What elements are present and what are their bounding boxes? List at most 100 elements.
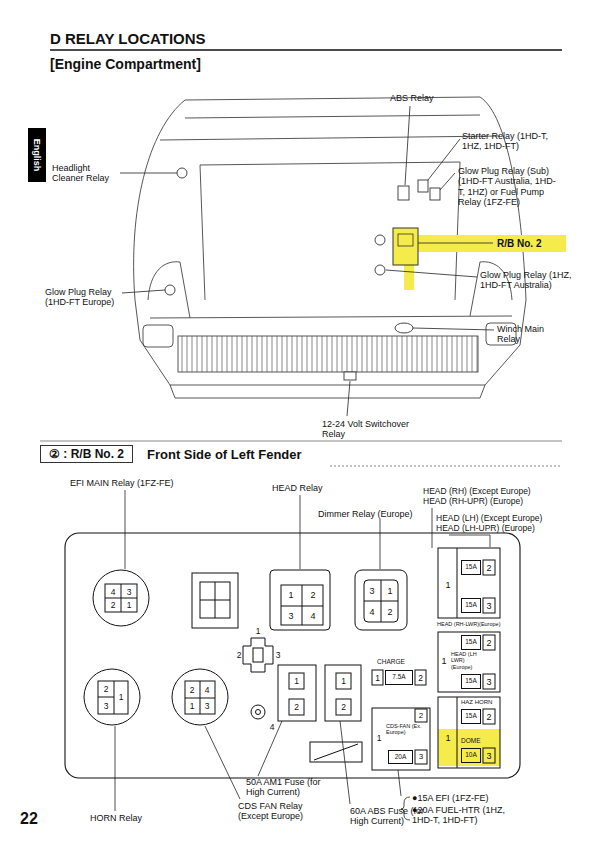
vehicle-outline [160,136,500,140]
relay-sockets [281,585,323,625]
relay-sockets [372,670,383,685]
relay-components [165,285,175,295]
callout-label: Glow Plug Relay (Sub) (1HD-FT Australia,… [458,166,560,207]
leader-lines [432,508,433,548]
relay-sockets [215,582,216,618]
title-rule [50,50,562,51]
relay-sockets [302,585,303,625]
callout-label: [Engine Compartment] [50,56,201,72]
pin-number: 1 [190,702,195,711]
pin-number: 2 [310,591,315,600]
fuse-rating: 15A [465,678,477,685]
part-label: HEAD (RH) (Except Europe) [423,487,531,497]
fuse-rating: 15A [465,639,477,646]
pin-number: 1 [445,581,450,590]
relay-sockets [381,580,382,622]
pin-number: 4 [111,588,116,597]
rb-no2-highlight [398,234,413,246]
page-title: D RELAY LOCATIONS [50,30,206,47]
relay-sockets [314,744,358,760]
relay-sockets [364,580,398,622]
pin-number: 4 [270,723,275,732]
leader-lines [440,173,455,190]
leader-lines [258,721,282,776]
relay-sockets [415,750,427,764]
rb-no2-highlight [404,262,414,290]
pin-number: 2 [486,713,491,722]
tab-text: English [32,139,42,172]
relay-sockets [200,681,201,714]
leader-lines [413,328,494,330]
relay-sockets [336,699,351,715]
part-label: HEAD (RH-UPR) (Europe) [423,497,523,507]
relay-components [395,323,413,333]
fuse-box: 15A [461,560,481,575]
relay-box [65,533,520,778]
relay-sockets [270,570,330,630]
vehicle-outline [200,162,460,300]
leader-lines [125,490,126,569]
relay-components [430,188,440,200]
fuse-box: 20A [388,750,413,764]
relay-components [344,372,356,380]
callout-label: R/B No. 2 [497,238,541,250]
pin-number: 3 [486,752,491,761]
relay-components [177,168,187,178]
relay-sockets [93,570,149,626]
leader-lines [347,381,350,416]
relay-sockets [336,673,351,689]
leader-lines [428,139,460,180]
pin-number: 2 [111,601,116,610]
relay-sockets [256,710,261,715]
relay-sockets [289,699,304,715]
fuse-box: 15A [461,709,481,724]
pin-number: 1 [445,734,450,743]
part-label: CDS-FAN (Ex. Europe) [386,723,430,736]
leader-lines [405,106,410,185]
fuse-rating: 20A [395,754,407,761]
pin-number: 3 [369,587,374,596]
relay-sockets [415,670,426,685]
section-rules [330,466,562,467]
callout-label: Glow Plug Relay (1HZ, 1HD-FT Australia) [480,270,578,291]
leader-lines [115,726,116,811]
pin-number: 1 [441,657,446,666]
pin-number: 3 [419,753,423,761]
vehicle-outline [150,316,512,318]
leader-lines [122,290,165,293]
fuse-rating: 15A [465,713,477,720]
fuse-box: 15A [461,598,481,613]
pin-number: 1 [288,591,293,600]
pin-number: 4 [310,612,315,621]
callout-label: Glow Plug Relay (1HD-FT Europe) [45,287,125,308]
fuse-box: 15A [461,674,481,689]
relay-sockets [253,648,263,662]
vehicle-outline [170,385,485,398]
leader-lines [380,519,381,569]
leader-lines [386,270,477,277]
language-tab: English [28,128,46,182]
part-label: EFI MAIN Relay (1FZ-FE) [70,478,174,488]
fuse-box: 15A [461,635,481,650]
fuse-box: 10A [461,748,481,763]
dome-highlight [438,729,500,766]
part-label: ●15A EFI (1FZ-FE) [412,793,488,803]
part-label: 50A AM1 Fuse (for High Current) [246,777,338,798]
pin-number: 4 [205,686,210,695]
part-label: ●20A FUEL-HTR (1HZ, 1HD-T, 1HD-FT) [412,805,522,826]
relay-components [375,265,385,275]
relay-sockets [289,673,304,689]
part-label: CDS FAN Relay (Except Europe) [238,801,328,822]
pin-number: 3 [104,702,109,711]
pin-number: 2 [294,703,299,712]
relay-sockets [114,681,115,714]
pin-number: 3 [205,702,210,711]
pin-number: 2 [341,703,346,712]
relay-sockets [121,584,122,612]
pin-number: 2 [387,608,392,617]
rb-no2-highlight [393,228,418,265]
relay-sockets [372,708,430,770]
relay-sockets [243,638,273,672]
pin-number: 1 [377,734,382,743]
